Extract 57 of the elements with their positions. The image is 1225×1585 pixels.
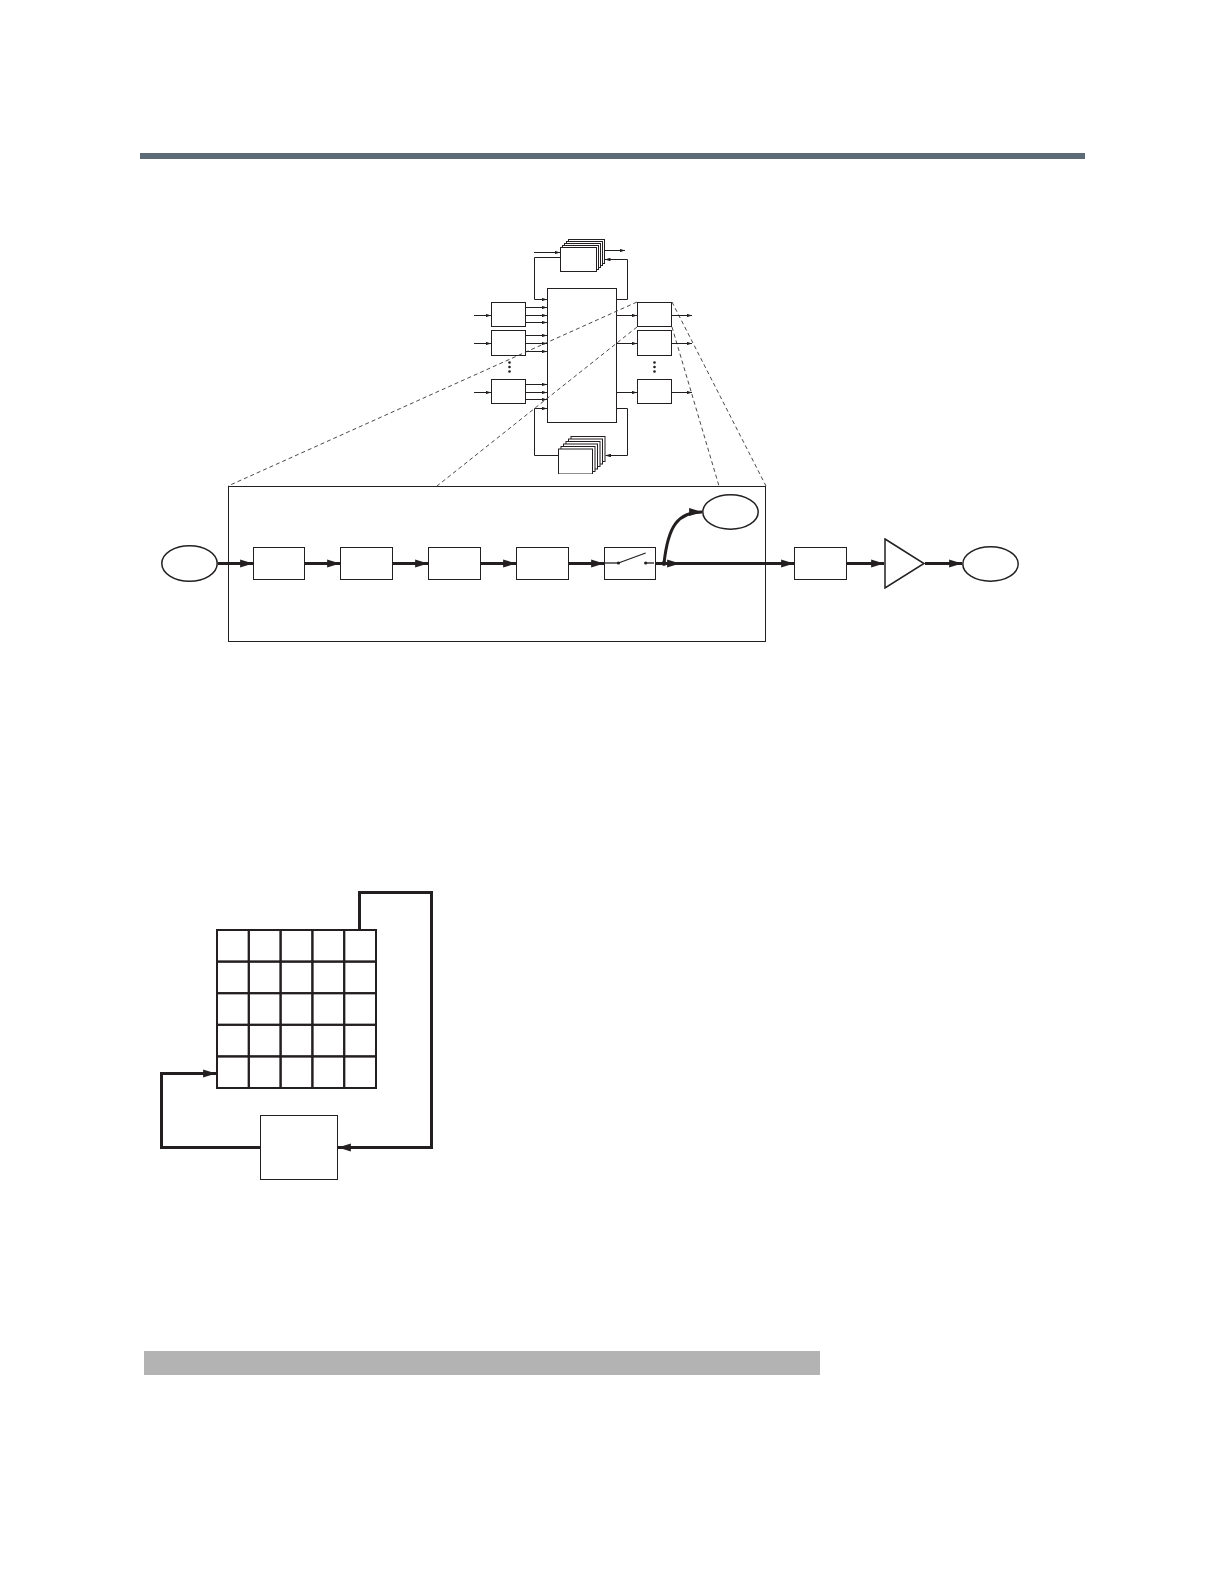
arrow [160, 1069, 260, 1149]
arrow [473, 390, 492, 395]
arrow [525, 390, 548, 395]
arrow [338, 891, 433, 1152]
arrow [671, 313, 693, 318]
oval-terminal [962, 546, 1019, 582]
process-box [637, 379, 672, 404]
process-box [637, 302, 672, 327]
process-box [516, 547, 569, 580]
amplifier-triangle [884, 538, 925, 589]
shaded-bar [144, 1351, 820, 1375]
arrow [525, 313, 548, 318]
arrow [525, 305, 548, 310]
arrow [525, 397, 548, 402]
oval-terminal [702, 494, 759, 530]
arrow [525, 341, 548, 346]
arrow [473, 313, 492, 318]
process-box [253, 547, 305, 580]
arrow [525, 349, 548, 354]
arrow [604, 248, 626, 253]
arrow [305, 559, 340, 568]
arrow [534, 257, 561, 302]
stacked-boxes [558, 435, 606, 474]
arrow [525, 382, 548, 387]
arrow [925, 559, 962, 568]
oval-terminal [161, 545, 218, 582]
arrow [569, 559, 604, 568]
stacked-boxes [560, 239, 605, 272]
arrow [534, 406, 559, 456]
arrow [525, 320, 548, 325]
process-box [491, 379, 526, 404]
arrow [671, 341, 693, 346]
process-box [637, 330, 672, 356]
arrow [533, 250, 561, 255]
arrow [616, 341, 638, 346]
process-box [260, 1115, 338, 1180]
arrow [393, 559, 428, 568]
arrow [616, 390, 638, 395]
switch-box [604, 547, 656, 580]
process-box [428, 547, 481, 580]
central-box [547, 288, 617, 423]
process-box [794, 547, 847, 580]
arrow [604, 257, 628, 300]
cell-grid [216, 929, 377, 1089]
arrow [671, 390, 693, 395]
arrow [481, 559, 516, 568]
arrow [473, 341, 492, 346]
arrow [218, 559, 253, 568]
arrow [525, 333, 548, 338]
arrow [616, 313, 638, 318]
arrow [847, 559, 884, 568]
arrow [654, 559, 794, 568]
detail-panel [228, 486, 766, 642]
process-box [340, 547, 393, 580]
process-box [491, 330, 526, 356]
process-box [491, 302, 526, 327]
arrow [605, 408, 628, 458]
